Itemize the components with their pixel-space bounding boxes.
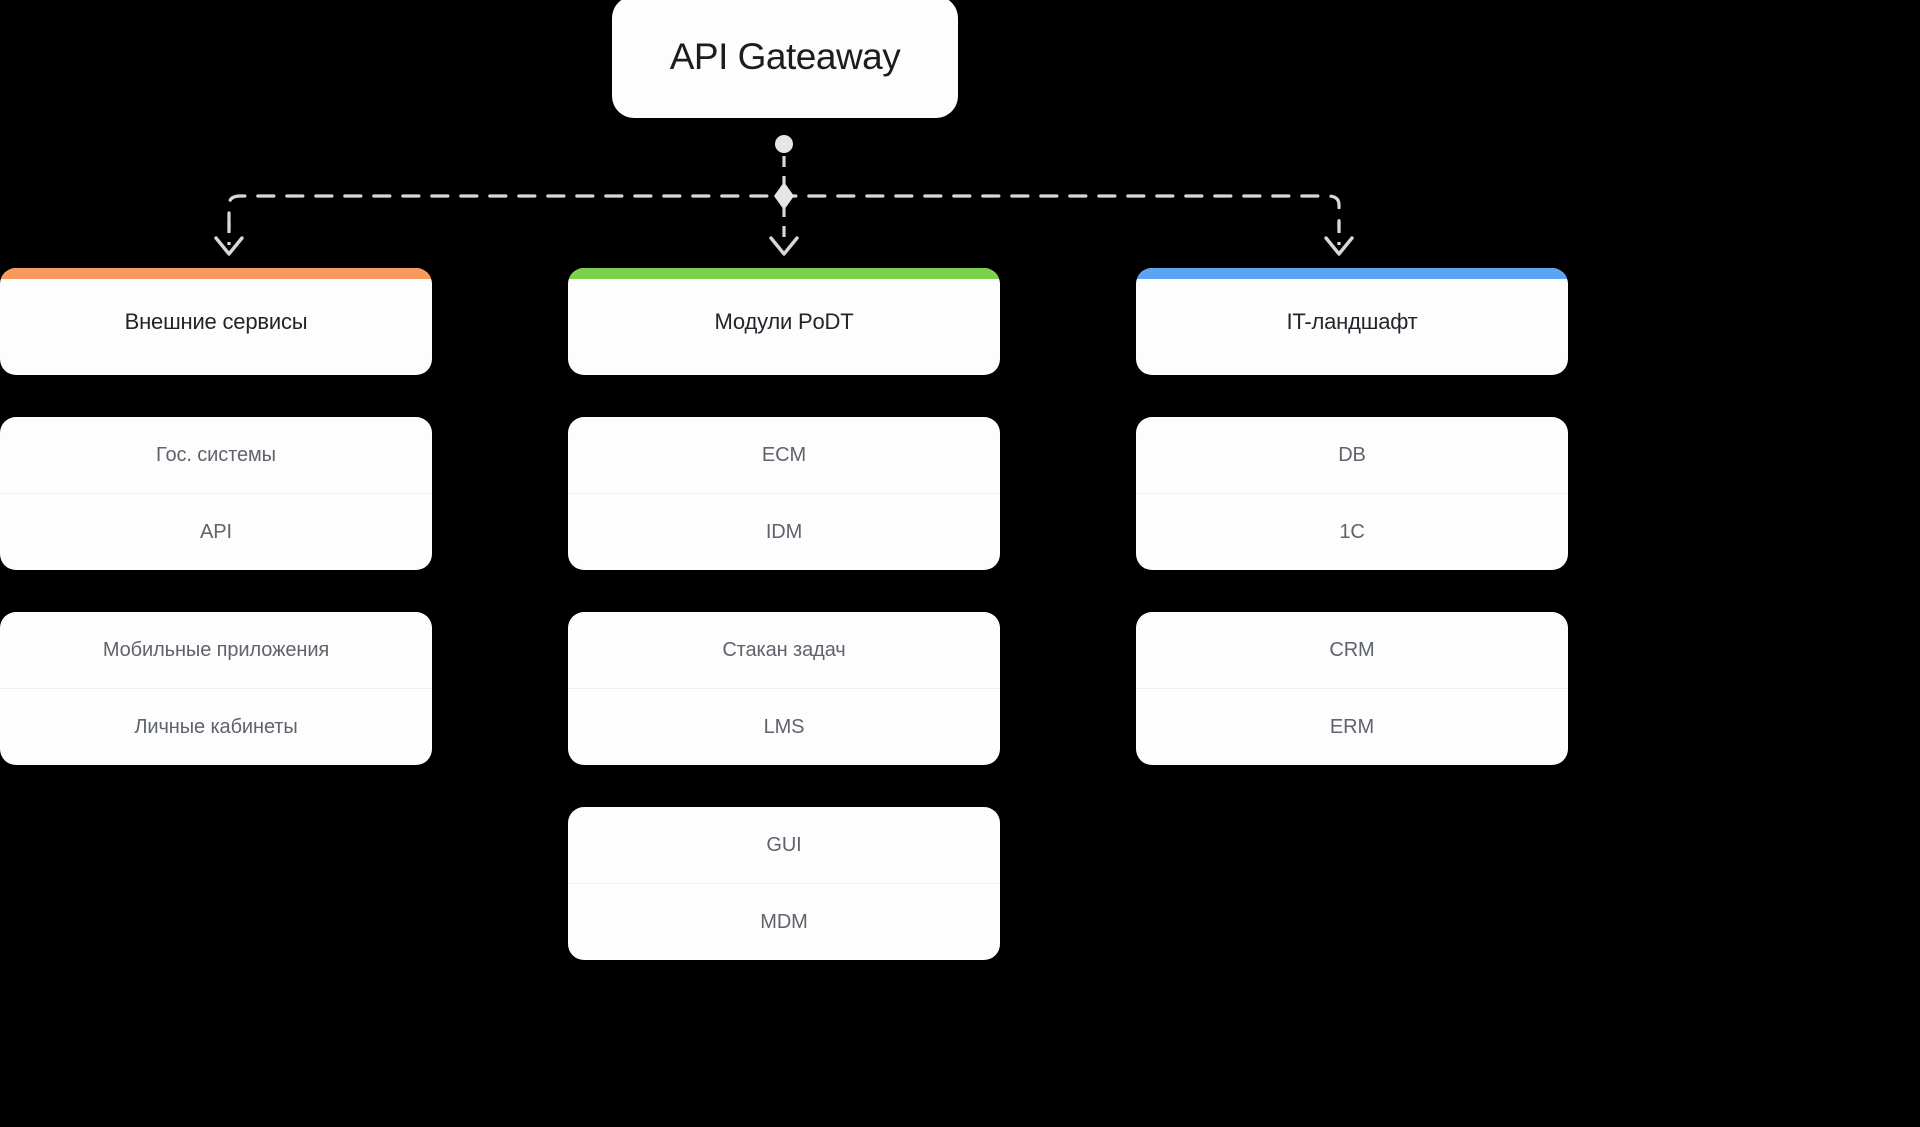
group-card: DB 1C <box>1136 417 1568 570</box>
api-gateway-card[interactable]: API Gateaway <box>612 0 958 118</box>
list-item[interactable]: CRM <box>1329 638 1375 661</box>
horizontal-bus-line <box>227 194 1341 231</box>
list-item[interactable]: Личные кабинеты <box>0 688 432 765</box>
column-podt-modules: Модули PoDT ECM IDM Стакан задач LMS GUI… <box>568 268 1000 960</box>
list-item[interactable]: Мобильные приложения <box>102 638 330 661</box>
list-item[interactable]: Гос. системы <box>156 443 276 466</box>
header-label-podt-modules: Модули PoDT <box>714 308 854 334</box>
api-gateway-title: API Gateaway <box>669 36 901 77</box>
accent-strip-podt-modules <box>568 268 1000 279</box>
group-card: Мобильные приложения Личные кабинеты <box>0 612 432 765</box>
list-item[interactable]: IDM <box>568 493 1000 570</box>
arrowhead-down-icon-left <box>214 236 244 256</box>
circle-connector-dot <box>775 135 793 153</box>
header-card-external-services[interactable]: Внешние сервисы <box>0 268 432 375</box>
diamond-junction-node <box>774 182 794 210</box>
column-external-services: Внешние сервисы Гос. системы API Мобильн… <box>0 268 432 765</box>
header-card-podt-modules[interactable]: Модули PoDT <box>568 268 1000 375</box>
accent-strip-it-landscape <box>1136 268 1568 279</box>
list-item[interactable]: GUI <box>766 833 802 856</box>
list-item[interactable]: ECM <box>761 443 807 466</box>
list-item[interactable]: LMS <box>568 688 1000 765</box>
group-card: ECM IDM <box>568 417 1000 570</box>
group-card: CRM ERM <box>1136 612 1568 765</box>
group-card: Стакан задач LMS <box>568 612 1000 765</box>
accent-strip-external-services <box>0 268 432 279</box>
list-item[interactable]: API <box>0 493 432 570</box>
column-it-landscape: IT-ландшафт DB 1C CRM ERM <box>1136 268 1568 765</box>
list-item[interactable]: ERM <box>1136 688 1568 765</box>
list-item[interactable]: Стакан задач <box>722 638 846 661</box>
header-label-external-services: Внешние сервисы <box>124 308 308 334</box>
header-card-it-landscape[interactable]: IT-ландшафт <box>1136 268 1568 375</box>
group-card: Гос. системы API <box>0 417 432 570</box>
group-card: GUI MDM <box>568 807 1000 960</box>
list-item[interactable]: MDM <box>568 883 1000 960</box>
list-item[interactable]: DB <box>1338 443 1366 466</box>
header-label-it-landscape: IT-ландшафт <box>1286 308 1418 334</box>
arrowhead-down-icon-center <box>769 236 799 256</box>
list-item[interactable]: 1C <box>1136 493 1568 570</box>
arrowhead-down-icon-right <box>1324 236 1354 256</box>
